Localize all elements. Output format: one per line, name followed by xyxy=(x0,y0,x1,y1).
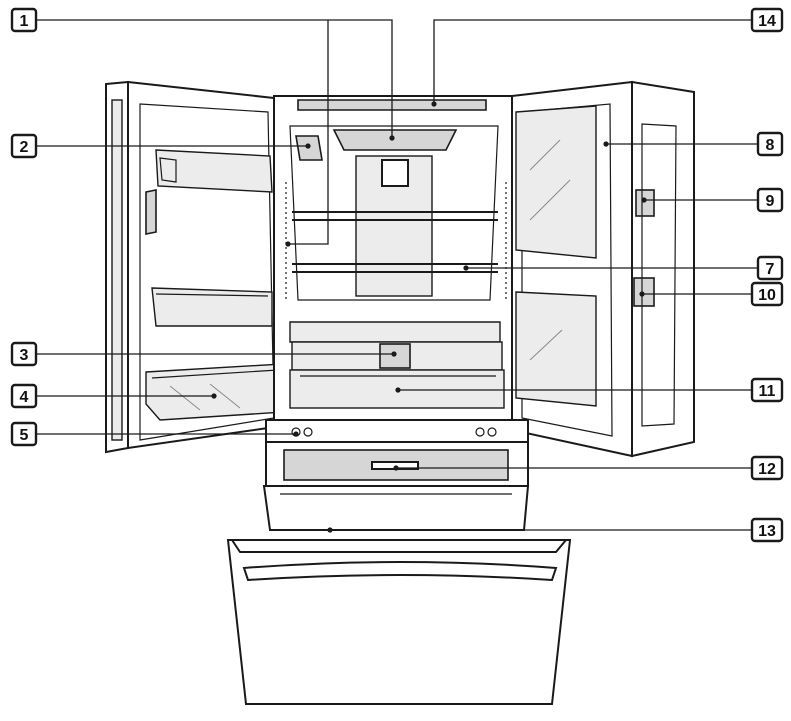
callout-1-number: 1 xyxy=(20,13,29,30)
callout-3: 3 xyxy=(10,341,38,367)
callout-8-number: 8 xyxy=(766,137,775,154)
callout-3-number: 3 xyxy=(20,347,29,364)
callout-12-number: 12 xyxy=(758,461,776,478)
callout-9-number: 9 xyxy=(766,193,775,210)
callout-9: 9 xyxy=(756,187,784,213)
callout-11: 11 xyxy=(750,377,784,403)
callout-2: 2 xyxy=(10,133,38,159)
callout-11-number: 11 xyxy=(759,383,776,400)
callout-7-number: 7 xyxy=(766,261,775,278)
callout-1: 1 xyxy=(10,7,38,33)
callout-5-number: 5 xyxy=(20,427,29,444)
freezer-drawer xyxy=(226,485,572,705)
callout-14-number: 14 xyxy=(758,13,776,30)
callout-13: 13 xyxy=(750,517,784,543)
leader-dots xyxy=(211,101,647,533)
callout-13-number: 13 xyxy=(758,523,776,540)
fresh-food-cabinet xyxy=(273,95,513,435)
callout-4: 4 xyxy=(10,383,38,409)
divider-rail xyxy=(265,419,529,443)
leader-lines xyxy=(36,19,764,531)
right-door xyxy=(511,80,695,458)
callout-5: 5 xyxy=(10,421,38,447)
callout-12: 12 xyxy=(750,455,784,481)
flex-zone-drawer xyxy=(265,441,529,487)
callout-8: 8 xyxy=(756,131,784,157)
callout-14: 14 xyxy=(750,7,784,33)
callout-7: 7 xyxy=(756,255,784,281)
callout-10: 10 xyxy=(750,281,784,307)
refrigerator-illustration xyxy=(105,80,695,705)
callout-10-number: 10 xyxy=(758,287,776,304)
callout-2-number: 2 xyxy=(20,139,29,156)
callout-4-number: 4 xyxy=(20,389,29,406)
left-door xyxy=(105,80,285,454)
